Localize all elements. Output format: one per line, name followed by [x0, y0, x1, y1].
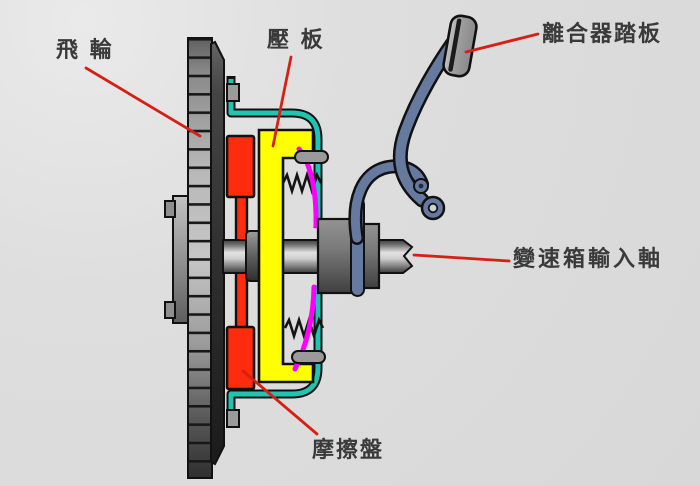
- fork-pivot: [413, 178, 429, 194]
- flange-bolt-bottom: [164, 301, 176, 319]
- label-clutch-pedal: 離合器踏板: [542, 22, 663, 47]
- pedal-lever: [392, 36, 460, 208]
- pressure-plate: [257, 128, 315, 384]
- leader-line-clutch-pedal: [464, 32, 540, 54]
- pivot-pin-bottom: [291, 350, 326, 364]
- flywheel-ring-gear: [187, 37, 213, 479]
- pedal-pad: [442, 14, 478, 78]
- label-friction-disc: 摩擦盤: [312, 438, 385, 463]
- pedal-pivot: [420, 195, 446, 221]
- leader-line-flywheel: [84, 66, 202, 138]
- label-flywheel: 飛 輪: [56, 38, 114, 63]
- flywheel-body: [210, 40, 225, 466]
- clutch-fork-arm: [348, 159, 429, 245]
- label-transmission-input-shaft: 變速箱輸入軸: [513, 247, 664, 272]
- label-pressure-plate: 壓 板: [267, 28, 325, 53]
- cover-bolt-top: [226, 83, 240, 102]
- leader-line-pressure-plate: [271, 55, 293, 148]
- coil-spring-top: [281, 170, 323, 196]
- flange-bolt-top: [164, 200, 176, 218]
- pivot-pin-top: [294, 150, 329, 164]
- cover-bolt-bottom: [226, 409, 240, 428]
- friction-disc-top-pad: [225, 134, 256, 199]
- friction-disc-bottom-pad: [225, 325, 256, 391]
- clutch-cover: [226, 76, 323, 426]
- leader-line-friction-disc: [241, 369, 319, 436]
- leader-line-input-shaft: [412, 253, 511, 263]
- coil-spring-bottom: [283, 315, 325, 341]
